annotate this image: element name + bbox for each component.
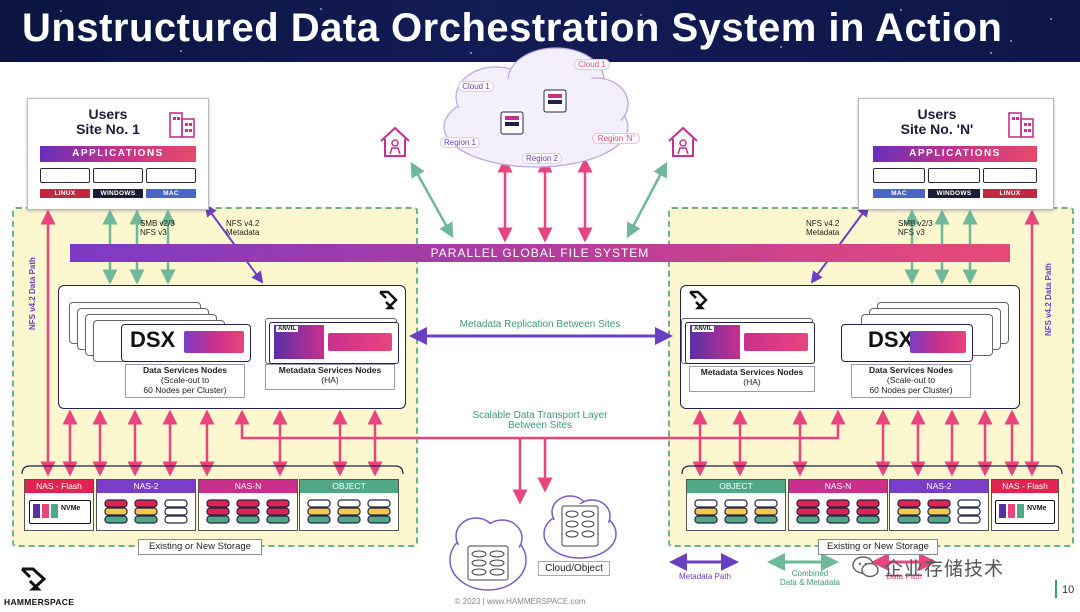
server-icon [146, 168, 196, 183]
legend-metadata-path: Metadata Path [678, 572, 732, 581]
disk-stack-icon [796, 499, 880, 524]
storage-caption: Existing or New Storage [138, 539, 262, 555]
hammerspace-logo-icon [379, 290, 398, 310]
anvil-node: ANVIL [269, 322, 399, 364]
storage-nas-2: NAS-2 [889, 479, 989, 531]
copyright: © 2023 | www.HAMMERSPACE.com [454, 597, 586, 606]
metadata-services-label: Metadata Services Nodes(HA) [689, 366, 815, 392]
storage-nas-flash: NAS - Flash NVMe [991, 479, 1059, 531]
users-title: Users [917, 106, 957, 122]
server-icon [93, 168, 143, 183]
metadata-replication-label: Metadata Replication Between Sites [459, 319, 621, 330]
disk-stack-icon [206, 499, 290, 524]
region-label: Region 'N' [592, 133, 640, 144]
server-icon [40, 168, 90, 183]
storage-object: OBJECT [686, 479, 786, 531]
users-title: Users [88, 106, 128, 122]
remote-user-home-icon [380, 126, 410, 157]
building-icon [1008, 112, 1034, 138]
parallel-global-file-system-bar: PARALLEL GLOBAL FILE SYSTEM [70, 244, 1010, 262]
watermark-text: 企业存储技术 [884, 559, 1005, 580]
region-label: Region 1 [440, 137, 480, 148]
dsx-node: DSX [121, 324, 251, 362]
server-icon [983, 168, 1037, 183]
region-label: Region 2 [522, 153, 562, 164]
cloud-object-icon [543, 495, 617, 559]
storage-nas-n: NAS-N [198, 479, 298, 531]
data-path-label: NFS v4.2 Data Path [1044, 263, 1053, 336]
cluster-left: DSX ANVIL Data Services Nodes(Scale-out … [58, 285, 406, 409]
cluster-right: ANVIL DSX Metadata Services Nodes(HA) Da… [680, 285, 1020, 409]
applications-bar: APPLICATIONS [873, 146, 1037, 162]
page-number: 10 [1062, 584, 1075, 596]
os-label-mac: MAC [873, 189, 925, 198]
cloud-label: Cloud 1 [574, 59, 610, 70]
site-name: Site No. 'N' [900, 121, 974, 137]
anvil-label: ANVIL [692, 326, 714, 332]
data-path-label: NFS v4.2 Data Path [28, 257, 37, 330]
users-site-n: Users Site No. 'N' APPLICATIONS MAC WIND… [858, 98, 1054, 210]
server-icon [873, 168, 925, 183]
server-icon [928, 168, 980, 183]
applications-bar: APPLICATIONS [40, 146, 196, 162]
dsx-label: DSX [130, 327, 176, 352]
cloud-label: Cloud 1 [458, 81, 494, 92]
os-label-linux: LINUX [983, 189, 1037, 198]
wechat-icon [852, 556, 879, 578]
dsx-label: DSX [868, 327, 914, 352]
os-label-windows: WINDOWS [93, 189, 143, 198]
site-name: Site No. 1 [76, 121, 140, 137]
storage-object: OBJECT [299, 479, 399, 531]
disk-stack-icon [104, 499, 188, 524]
storage-nas-flash: NAS - Flash NVMe [24, 479, 94, 531]
brand-label: HAMMERSPACE [4, 597, 75, 607]
dsx-node: DSX [841, 324, 973, 362]
os-label-mac: MAC [146, 189, 196, 198]
object-cloud-icon [449, 517, 527, 591]
storage-nas-2: NAS-2 [96, 479, 196, 531]
disk-stack-icon [694, 499, 778, 524]
legend-data-path: Data Path [886, 572, 922, 581]
storage-nas-n: NAS-N [788, 479, 888, 531]
storage-caption: Existing or New Storage [818, 539, 938, 555]
disk-stack-icon [307, 499, 391, 524]
anvil-node: ANVIL [685, 322, 815, 364]
remote-user-home-icon [668, 126, 698, 157]
cloud-object-label: Cloud/Object [538, 561, 610, 576]
hammerspace-logo-icon [20, 567, 47, 591]
cloud-cluster [443, 47, 629, 168]
disk-stack-icon [897, 499, 981, 524]
nvme-drive-icon: NVMe [29, 500, 91, 524]
os-label-windows: WINDOWS [928, 189, 980, 198]
building-icon [169, 112, 195, 138]
hammerspace-logo-icon [689, 290, 708, 310]
nvme-drive-icon: NVMe [995, 500, 1055, 524]
page-title: Unstructured Data Orchestration System i… [22, 6, 1003, 50]
metadata-services-label: Metadata Services Nodes(HA) [265, 364, 395, 390]
os-label-linux: LINUX [40, 189, 90, 198]
anvil-label: ANVIL [276, 326, 298, 332]
users-site-1: Users Site No. 1 APPLICATIONS LINUX WIND… [27, 98, 209, 210]
